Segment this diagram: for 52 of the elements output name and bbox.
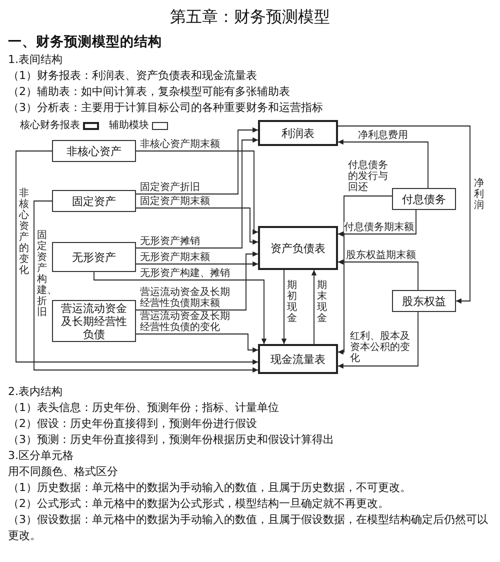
body-text: 1.表间结构 <box>8 52 64 68</box>
body-text: （1）财务报表：利润表、资产负债表和现金流量表 <box>8 68 258 84</box>
arrow <box>136 251 258 310</box>
edge-label: 股东权益期末额 <box>346 250 416 261</box>
arrow <box>338 210 416 237</box>
arrow <box>136 261 258 267</box>
arrow <box>338 126 470 304</box>
section-heading: 一、财务预测模型的结构 <box>8 33 163 52</box>
legend-label: 核心财务报表 <box>20 120 80 132</box>
edge-label: 净利润 <box>474 178 484 211</box>
module-box: 固定资产 <box>52 190 136 212</box>
arrow <box>136 127 258 194</box>
statement-box: 利润表 <box>258 120 338 146</box>
page-title: 第五章：财务预测模型 <box>169 6 331 28</box>
edge-label: 付息债务期末额 <box>344 222 414 233</box>
arrow <box>136 334 258 353</box>
module-box: 股东权益 <box>392 290 456 312</box>
module-box: 付息债务 <box>392 188 456 210</box>
arrow <box>311 270 317 344</box>
module-box: 非核心资产 <box>52 140 136 162</box>
arrow <box>16 150 258 365</box>
body-text: （2）假设：历史年份直接得到，预测年份进行假设 <box>8 416 258 432</box>
body-text: （1）历史数据：单元格中的数据为手动输入的数值，且属于历史数据，不可更改。 <box>8 480 412 496</box>
body-text: （2）辅助表：如中间计算表，复杂模型可能有多张辅助表 <box>8 84 291 100</box>
statement-box: 资产负债表 <box>258 226 338 270</box>
arrow <box>338 312 418 369</box>
legend-label: 辅助模块 <box>109 120 149 132</box>
edge-label: 期末现金 <box>317 280 327 324</box>
body-text: （3）预测：历史年份直接得到，预测年份根据历史和假设计算得出 <box>8 432 335 448</box>
body-text: （3）假设数据：单元格中的数据为手动输入的数值，且属于假设数据，在模型结构确定后仍然可以更改。 <box>8 512 489 544</box>
body-text: （2）公式形式：单元格中的数据为公式形式，模型结构一旦确定就不再更改。 <box>8 496 390 512</box>
body-text: 3.区分单元格 <box>8 448 74 464</box>
arrow <box>136 150 258 235</box>
body-text: （3）分析表：主要用于计算目标公司的各种重要财务和运营指标 <box>8 100 324 116</box>
module-box: 无形资产 <box>52 242 136 272</box>
edge-label: 红利、股本及资本公积的变化 <box>350 331 412 364</box>
statement-box: 现金流量表 <box>258 344 338 374</box>
arrow <box>338 139 428 188</box>
arrow <box>136 208 258 245</box>
arrow <box>281 270 287 344</box>
edge-label: 付息债务的发行与回还 <box>348 160 390 193</box>
edge-label: 非核心资产的变化 <box>19 188 29 276</box>
arrow <box>34 200 258 373</box>
arrow <box>136 137 258 248</box>
arrow <box>338 259 418 290</box>
edge-label: 期初现金 <box>287 280 297 324</box>
body-text: 用不同颜色、格式区分 <box>8 464 119 480</box>
body-text: 2.表内结构 <box>8 384 64 400</box>
arrow <box>338 196 392 355</box>
module-box: 营运流动资金及长期经营性负债 <box>52 300 136 342</box>
arrow <box>94 272 267 344</box>
body-text: （1）表头信息：历史年份、预测年份；指标、计量单位 <box>8 400 280 416</box>
